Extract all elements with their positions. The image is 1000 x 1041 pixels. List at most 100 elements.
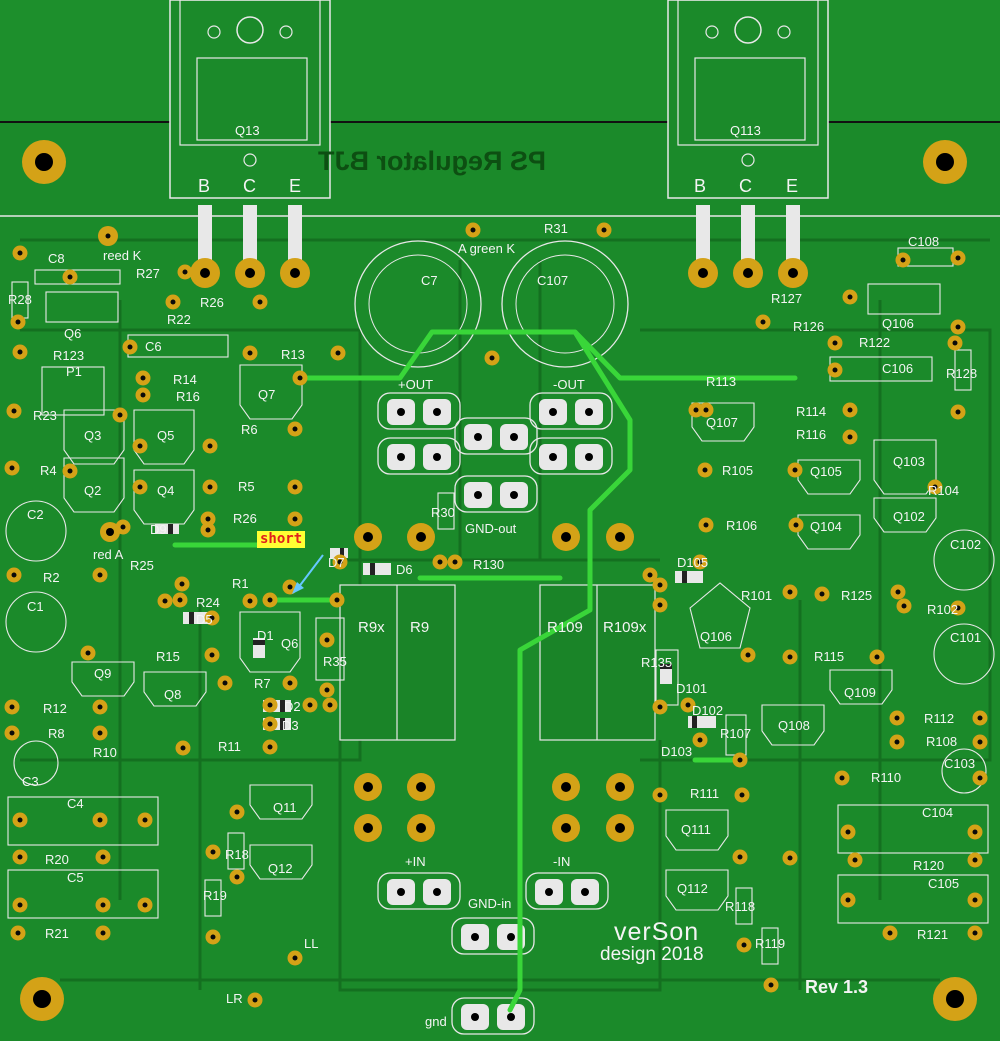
drill-hole: [180, 745, 186, 751]
drill-hole: [9, 465, 15, 471]
drill-hole: [847, 407, 853, 413]
drill-hole: [252, 997, 258, 1003]
drill-hole: [977, 739, 983, 745]
drill-hole: [67, 274, 73, 280]
ref-q2: Q2: [84, 483, 102, 498]
ref-p1: P1: [66, 364, 82, 379]
ref-r21: R21: [45, 926, 69, 941]
drill-hole: [17, 349, 23, 355]
drill-hole: [292, 955, 298, 961]
ref-r110: R110: [871, 770, 902, 785]
drill-hole: [142, 817, 148, 823]
drill-hole: [100, 854, 106, 860]
drill-hole: [267, 702, 273, 708]
drill-hole: [952, 340, 958, 346]
drill-hole: [100, 902, 106, 908]
ref-c6: C6: [145, 339, 162, 354]
drill-hole: [760, 319, 766, 325]
drill-hole: [97, 817, 103, 823]
drill-hole: [209, 652, 215, 658]
q13-pin-c: C: [243, 176, 256, 196]
ref-r23: R23: [33, 408, 57, 423]
drill-hole: [972, 829, 978, 835]
drill-hole: [787, 855, 793, 861]
ref-r135: R135: [641, 655, 673, 670]
ref-r109x: R109x: [603, 619, 647, 636]
reed-k-note: reed K: [103, 248, 142, 263]
q13-package: [169, 0, 331, 199]
ref-r107: R107: [720, 726, 752, 741]
ref-c1: C1: [27, 599, 44, 614]
q13-pin-b: B: [198, 176, 211, 196]
ref-r12: R12: [43, 701, 67, 716]
ref-c107: C107: [537, 273, 569, 288]
drill-hole: [247, 598, 253, 604]
q13-pin-e: E: [289, 176, 302, 196]
ref-q102: Q102: [893, 509, 925, 524]
drill-hole: [137, 443, 143, 449]
q13-label: Q13: [235, 123, 260, 138]
ref-r31: R31: [544, 221, 568, 236]
drill-hole: [793, 522, 799, 528]
ref-r16: R16: [176, 389, 200, 404]
drill-hole: [847, 294, 853, 300]
ref-r18: R18: [225, 847, 249, 862]
power-leads: [198, 205, 800, 265]
short-arrow: [297, 554, 324, 589]
drill-hole: [955, 409, 961, 415]
drill-hole: [97, 730, 103, 736]
drill-hole: [17, 902, 23, 908]
drill-hole: [657, 704, 663, 710]
drill-hole: [874, 654, 880, 660]
drill-hole: [932, 484, 938, 490]
drill-hole: [324, 687, 330, 693]
drill-hole: [205, 527, 211, 533]
ref-r4: R4: [40, 463, 57, 478]
drill-hole: [292, 484, 298, 490]
drill-hole: [745, 652, 751, 658]
drill-hole: [955, 605, 961, 611]
drill-hole: [97, 704, 103, 710]
drill-hole: [11, 572, 17, 578]
drill-hole: [140, 392, 146, 398]
drill-hole: [267, 721, 273, 727]
drill-hole: [85, 650, 91, 656]
ref-q8: Q8: [164, 687, 182, 702]
ref-r128: R128: [946, 366, 978, 381]
ref-r130: R130: [473, 557, 505, 572]
ref-r123: R123: [53, 348, 85, 363]
ref-r119: R119: [755, 936, 786, 951]
drill-hole: [257, 299, 263, 305]
ref-r120: R120: [913, 858, 945, 873]
c7-outline: [354, 240, 482, 368]
drill-hole: [901, 603, 907, 609]
drill-hole: [287, 584, 293, 590]
ref-d6: D6: [396, 562, 413, 577]
drill-hole: [140, 375, 146, 381]
drill-hole: [832, 340, 838, 346]
ref-d103: D103: [661, 744, 693, 759]
drill-hole: [737, 854, 743, 860]
drill-hole: [127, 344, 133, 350]
drill-hole: [17, 854, 23, 860]
ref-d3: D3: [282, 718, 299, 733]
ref-q112: Q112: [677, 881, 708, 896]
ref-r20: R20: [45, 852, 69, 867]
ref-q109: Q109: [844, 685, 876, 700]
drill-hole: [105, 233, 111, 239]
drill-hole: [900, 257, 906, 263]
ref-r102: R102: [927, 602, 959, 617]
drill-hole: [207, 443, 213, 449]
drill-hole: [162, 598, 168, 604]
drill-hole: [972, 897, 978, 903]
ref-q106b: Q106: [700, 629, 732, 644]
drill-hole: [9, 704, 15, 710]
q113-pin-c: C: [739, 176, 752, 196]
drill-hole: [335, 350, 341, 356]
drill-hole: [693, 407, 699, 413]
ref-d9: D9: [150, 522, 167, 537]
ref-c2: C2: [27, 507, 44, 522]
ref-q9: Q9: [94, 666, 112, 681]
drill-hole: [15, 930, 21, 936]
drill-hole: [845, 897, 851, 903]
